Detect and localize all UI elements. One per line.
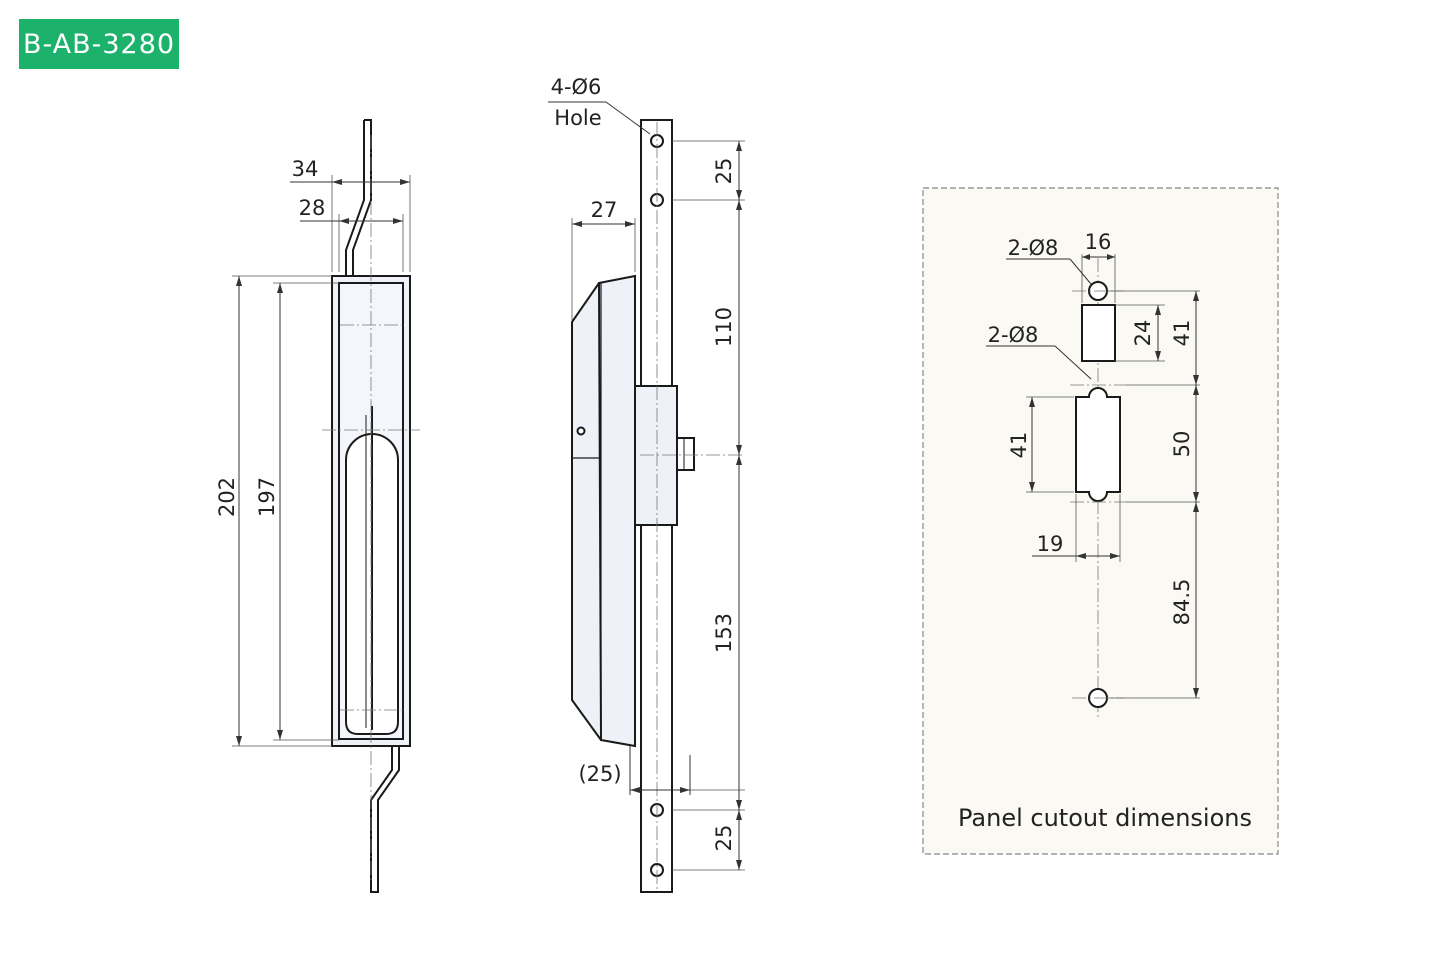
- dim-top-to-body: 41: [1170, 320, 1194, 347]
- dim-bottom-spacing: 25: [712, 825, 736, 852]
- dim-upper-length: 110: [712, 307, 736, 347]
- cutout-slot: [1081, 304, 1116, 362]
- dim-lower-length: 153: [712, 613, 736, 653]
- hole-note-line1: 4-Ø6: [551, 75, 602, 99]
- dim-bottom-offset: (25): [578, 762, 621, 786]
- panel-cutout: 2-Ø8 2-Ø8 16 24 41 41 50 19 84.5 Panel c…: [922, 187, 1279, 855]
- hole-note-line2: Hole: [554, 106, 601, 130]
- cutout-mid-hole-note: 2-Ø8: [988, 323, 1039, 347]
- dim-slot-height: 24: [1131, 320, 1155, 347]
- part-code-badge: B-AB-3280: [19, 19, 179, 69]
- dim-body-span: 50: [1170, 431, 1194, 458]
- dim-height-inner: 197: [255, 477, 279, 517]
- dim-lower-span: 84.5: [1170, 579, 1194, 626]
- front-view: 34 28 202 197: [215, 119, 420, 893]
- dim-width-outer: 34: [292, 157, 319, 181]
- dim-top-spacing: 25: [712, 158, 736, 185]
- dim-depth: 27: [591, 198, 618, 222]
- dim-body-width: 19: [1037, 532, 1064, 556]
- cutout-top-hole-note: 2-Ø8: [1008, 236, 1059, 260]
- side-cam: [676, 437, 695, 471]
- panel-cutout-caption: Panel cutout dimensions: [958, 804, 1252, 832]
- dim-slot-width: 16: [1085, 230, 1112, 254]
- dim-height-outer: 202: [215, 477, 239, 517]
- dim-body-height: 41: [1007, 432, 1031, 459]
- cutout-body: [1075, 387, 1121, 502]
- side-lock-block: [634, 385, 678, 526]
- dim-width-inner: 28: [299, 196, 326, 220]
- side-view: 4-Ø6 Hole 27 25 110 153 25 (25): [548, 75, 745, 893]
- part-code-label: B-AB-3280: [22, 28, 176, 60]
